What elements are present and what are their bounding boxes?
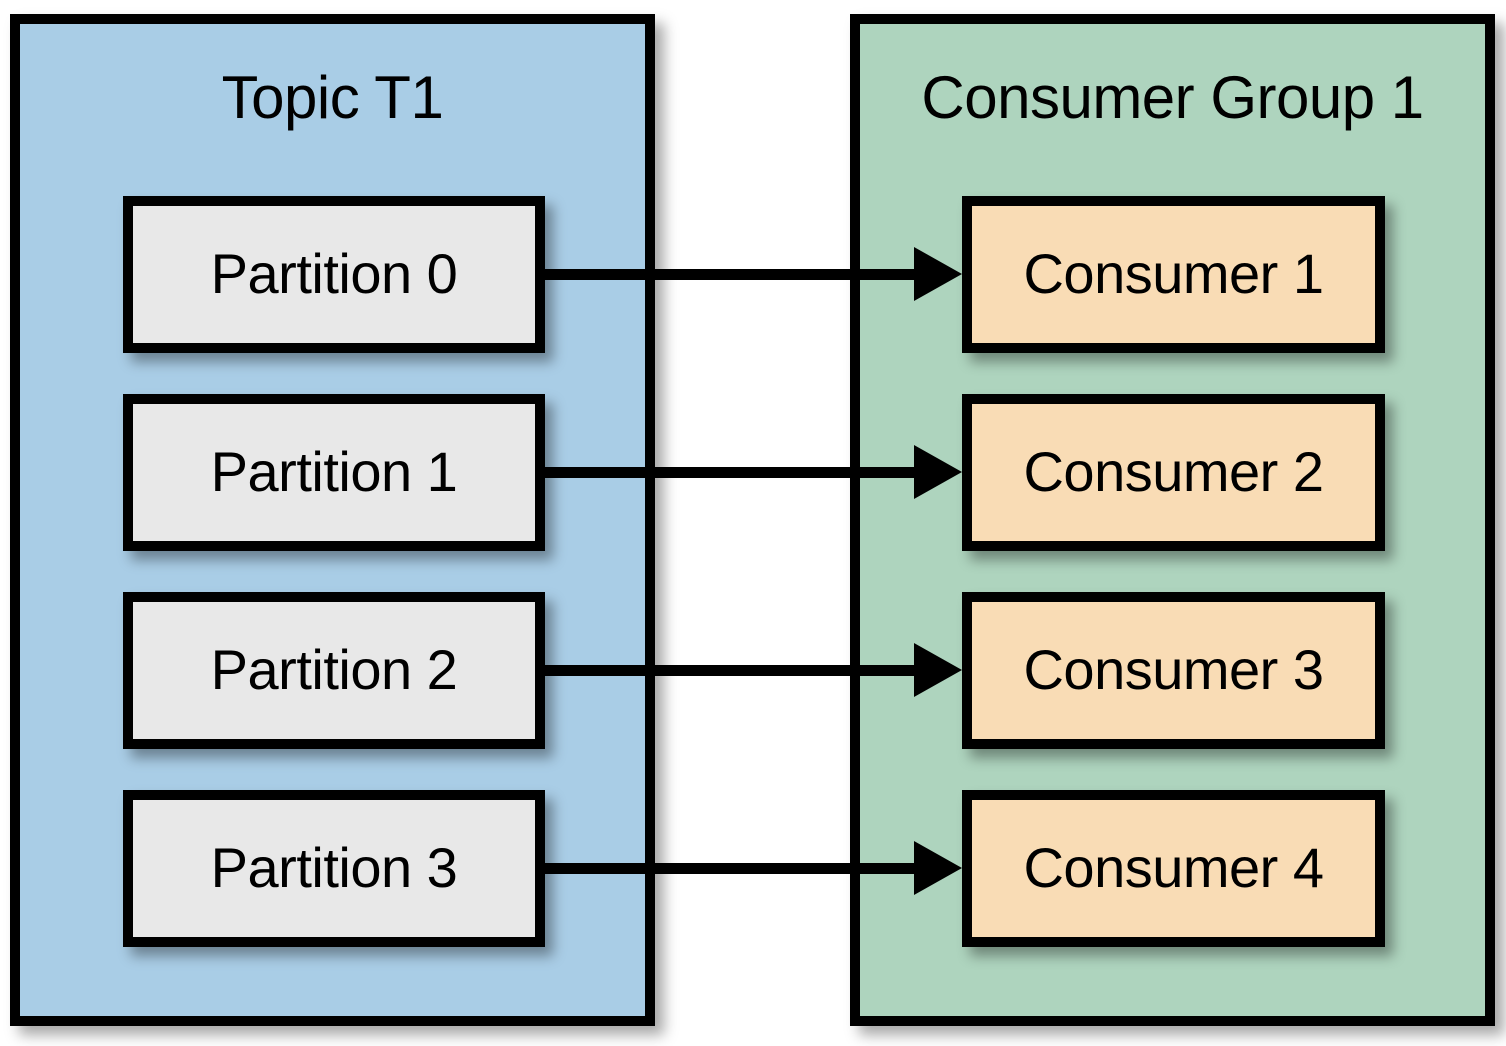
partition-label-0: Partition 0 [210,241,458,305]
consumer-label-3: Consumer 3 [1023,637,1324,701]
partition-box-0[interactable]: Partition 0 [123,196,545,353]
consumer-label-4: Consumer 4 [1023,835,1324,899]
partition-label-2: Partition 2 [210,637,458,701]
topic-panel-title: Topic T1 [221,64,444,131]
connector-line-partition0-consumer1 [540,269,916,280]
connector-line-partition3-consumer4 [540,863,916,874]
consumer-box-1[interactable]: Consumer 1 [962,196,1385,353]
consumer-label-2: Consumer 2 [1023,439,1324,503]
partition-label-1: Partition 1 [210,439,458,503]
arrowhead-icon-consumer4 [914,841,962,895]
consumer-label-1: Consumer 1 [1023,241,1324,305]
arrowhead-icon-consumer3 [914,643,962,697]
connector-line-partition1-consumer2 [540,467,916,478]
consumer-group-panel-title: Consumer Group 1 [921,64,1424,131]
arrowhead-icon-consumer2 [914,445,962,499]
consumer-box-2[interactable]: Consumer 2 [962,394,1385,551]
connector-line-partition2-consumer3 [540,665,916,676]
partition-box-3[interactable]: Partition 3 [123,790,545,947]
arrowhead-icon-consumer1 [914,247,962,301]
consumer-box-3[interactable]: Consumer 3 [962,592,1385,749]
partition-box-2[interactable]: Partition 2 [123,592,545,749]
consumer-box-4[interactable]: Consumer 4 [962,790,1385,947]
partition-box-1[interactable]: Partition 1 [123,394,545,551]
partition-label-3: Partition 3 [210,835,458,899]
